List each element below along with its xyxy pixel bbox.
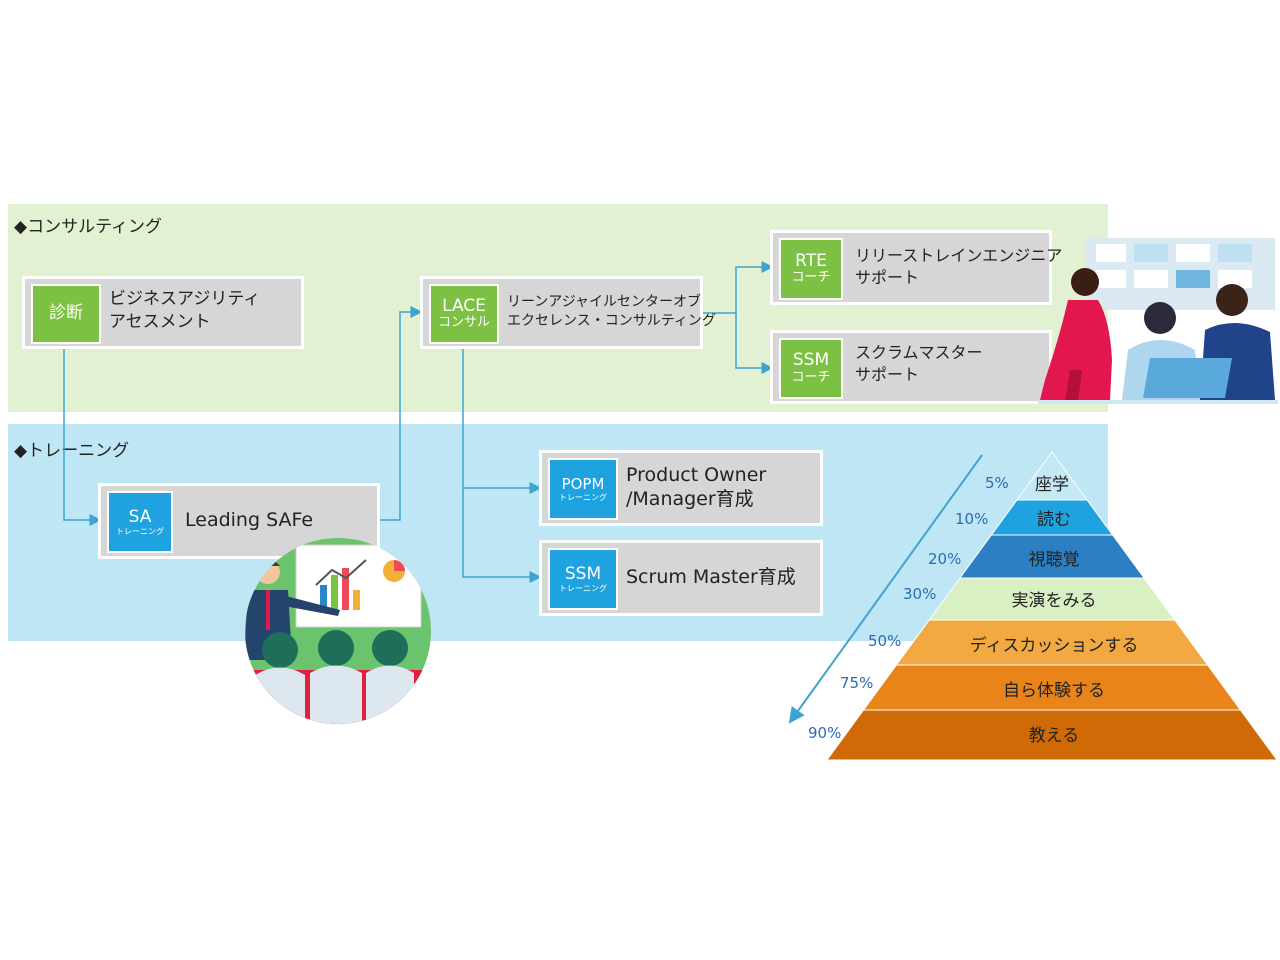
box-shindan[interactable]: 診断 ビジネスアジリティ アセスメント <box>22 276 304 349</box>
connector-lace-ssm-coach <box>735 313 774 374</box>
label-popm: Product Owner /Manager育成 <box>626 464 767 510</box>
tag-lace: LACE コンサル <box>429 284 499 344</box>
pyramid-layer-label: 教える <box>1029 726 1080 746</box>
tag-rte: RTE コーチ <box>779 238 843 300</box>
section-label-training: ◆トレーニング <box>14 441 130 461</box>
pyramid-percent: 5% <box>985 474 1009 492</box>
label-rte: リリーストレインエンジニア サポート <box>855 246 1063 287</box>
connector-lace-rte <box>702 261 774 314</box>
label-sa: Leading SAFe <box>185 509 314 531</box>
connector-lace-ssm-train <box>462 488 542 583</box>
pyramid-percent: 50% <box>868 632 902 650</box>
tag-popm: POPM トレーニング <box>548 458 618 520</box>
box-rte[interactable]: RTE コーチ リリーストレインエンジニア サポート <box>770 230 1062 305</box>
box-popm[interactable]: POPM トレーニング Product Owner /Manager育成 <box>539 450 823 526</box>
connector-shindan-sa <box>63 345 102 526</box>
tag-sa: SA トレーニング <box>107 491 173 553</box>
pyramid-percent: 30% <box>903 585 937 603</box>
pyramid-layer-label: 視聴覚 <box>1029 550 1080 570</box>
connector-sa-lace <box>380 306 423 521</box>
pyramid-layer-label: 座学 <box>1035 475 1069 495</box>
label-ssm-coach: スクラムマスター サポート <box>855 343 983 384</box>
pyramid-layer-label: 読む <box>1037 510 1071 530</box>
tag-shindan: 診断 <box>31 284 101 344</box>
pyramid-layer-label: ディスカッションする <box>970 635 1139 656</box>
label-lace: リーンアジャイルセンターオブ エクセレンス・コンサルティング <box>507 294 716 329</box>
pyramid-percent: 90% <box>808 724 842 742</box>
pyramid-percent: 75% <box>840 674 874 692</box>
pyramid-arrow <box>788 454 983 724</box>
box-lace[interactable]: LACE コンサル リーンアジャイルセンターオブ エクセレンス・コンサルティング <box>420 276 716 349</box>
pyramid-layer-label: 自ら体験する <box>1003 681 1105 701</box>
section-label-consulting: ◆コンサルティング <box>14 217 163 237</box>
pyramid-percent: 10% <box>955 510 989 528</box>
box-ssm-train[interactable]: SSM トレーニング Scrum Master育成 <box>539 540 823 616</box>
pyramid-layer <box>826 709 1278 761</box>
pyramid-percent: 20% <box>928 550 962 568</box>
label-shindan: ビジネスアジリティ アセスメント <box>109 289 261 332</box>
tag-ssm-coach: SSM コーチ <box>779 338 843 399</box>
tag-ssm-train: SSM トレーニング <box>548 548 618 610</box>
box-ssm-coach[interactable]: SSM コーチ スクラムマスター サポート <box>770 330 1052 404</box>
pyramid-layer-label: 実演をみる <box>1012 591 1097 611</box>
label-ssm-train: Scrum Master育成 <box>626 566 796 588</box>
